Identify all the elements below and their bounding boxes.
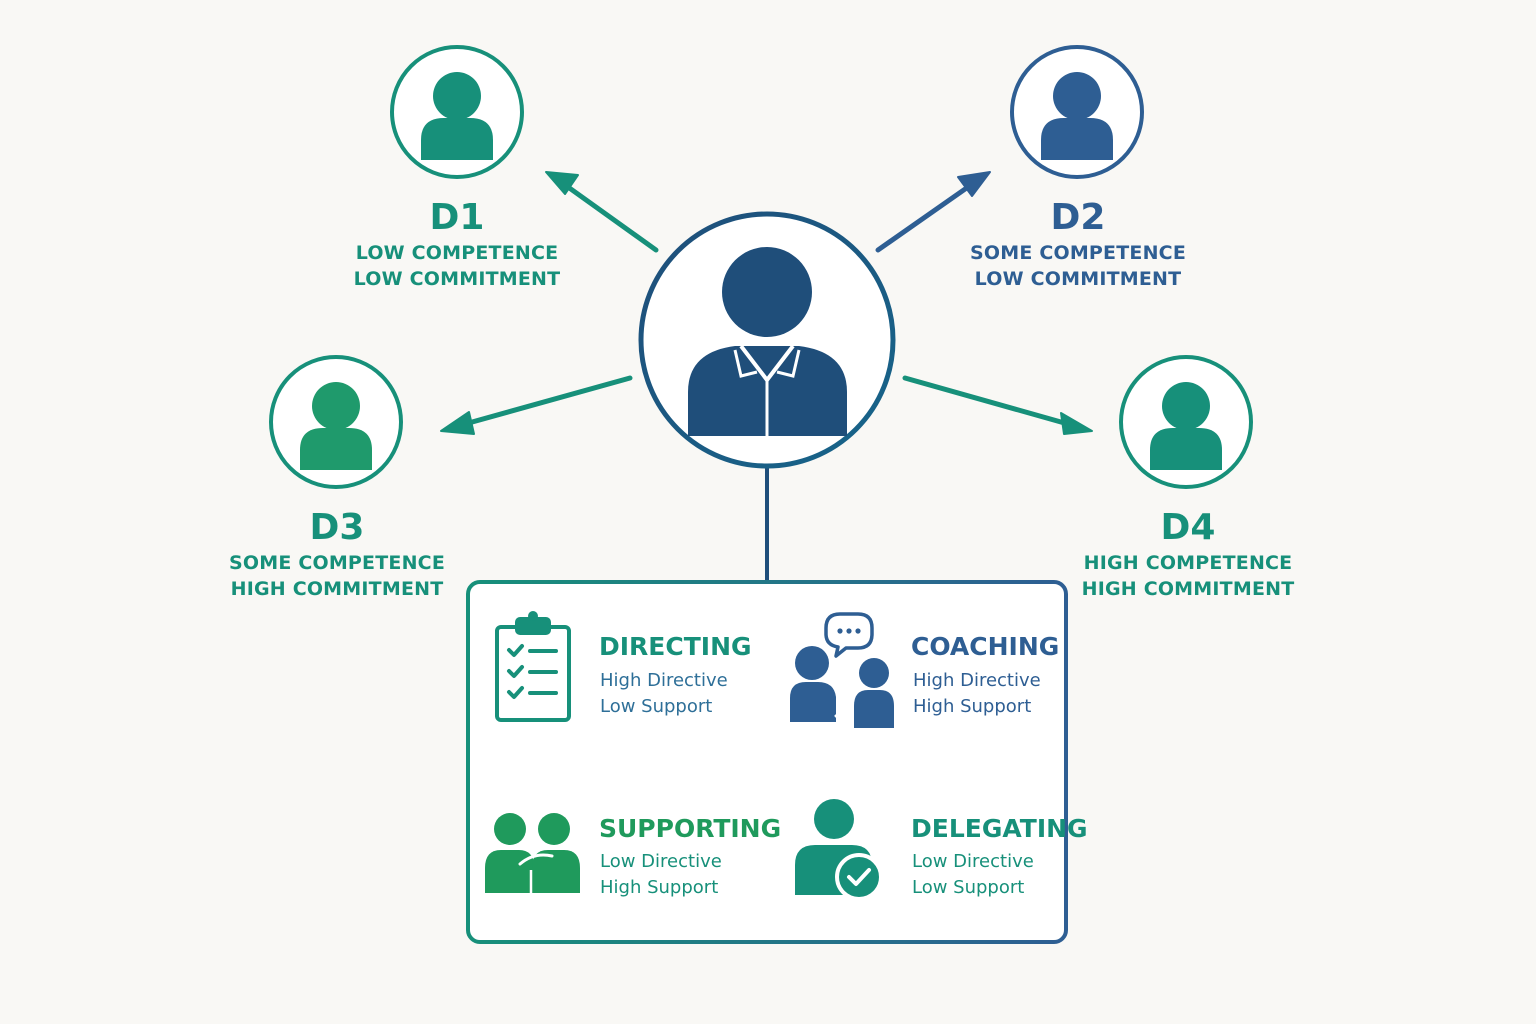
clipboard-checklist-icon <box>495 611 571 722</box>
d3-commitment: HIGH COMMITMENT <box>230 578 444 600</box>
arrow-to-d4 <box>902 375 1093 435</box>
arrow-to-d2 <box>875 171 991 253</box>
delegating-line1: Low Directive <box>912 851 1034 872</box>
directing-line1: High Directive <box>600 670 728 691</box>
d3-label: D3 SOME COMPETENCE HIGH COMMITMENT <box>207 506 467 602</box>
d1-avatar <box>390 45 524 179</box>
supporting-title: SUPPORTING <box>599 814 782 843</box>
supporting-description: Low Directive High Support <box>600 849 722 901</box>
person-icon <box>1041 72 1113 160</box>
d1-competence: LOW COMPETENCE <box>355 242 559 264</box>
d1-label: D1 LOW COMPETENCE LOW COMMITMENT <box>327 196 587 292</box>
d2-avatar <box>1010 45 1144 179</box>
coaching-line1: High Directive <box>913 670 1041 691</box>
d2-code: D2 <box>1050 197 1106 238</box>
arrow-to-d3 <box>440 375 633 435</box>
d3-code: D3 <box>309 507 365 548</box>
person-icon <box>421 72 493 160</box>
coaching-description: High Directive High Support <box>913 668 1041 720</box>
leader-person-icon <box>688 247 847 436</box>
supporting-people-icon <box>485 813 580 893</box>
d4-avatar <box>1119 355 1253 489</box>
d3-avatar <box>269 355 403 489</box>
directing-line2: Low Support <box>600 696 713 717</box>
delegating-line2: Low Support <box>912 877 1025 898</box>
d1-code: D1 <box>429 197 485 238</box>
coaching-line2: High Support <box>913 696 1032 717</box>
supporting-line2: High Support <box>600 877 719 898</box>
d2-competence: SOME COMPETENCE <box>969 242 1186 264</box>
d4-label: D4 HIGH COMPETENCE HIGH COMMITMENT <box>1058 506 1318 602</box>
person-icon <box>1150 382 1222 470</box>
d3-competence: SOME COMPETENCE <box>228 552 445 574</box>
d1-commitment: LOW COMMITMENT <box>353 268 561 290</box>
coaching-title: COACHING <box>911 632 1060 661</box>
delegating-title: DELEGATING <box>911 814 1088 843</box>
delegating-description: Low Directive Low Support <box>912 849 1034 901</box>
supporting-line1: Low Directive <box>600 851 722 872</box>
directing-title: DIRECTING <box>599 632 752 661</box>
person-icon <box>300 382 372 470</box>
arrow-to-d1 <box>545 171 659 253</box>
leadership-styles-grid <box>466 580 1068 944</box>
directing-description: High Directive Low Support <box>600 668 728 720</box>
d4-competence: HIGH COMPETENCE <box>1083 552 1293 574</box>
coaching-conversation-icon <box>790 612 894 728</box>
d4-code: D4 <box>1160 507 1216 548</box>
d2-label: D2 SOME COMPETENCE LOW COMMITMENT <box>948 196 1208 292</box>
delegating-person-check-icon <box>795 799 883 901</box>
leader-circle <box>638 211 896 469</box>
d4-commitment: HIGH COMMITMENT <box>1081 578 1295 600</box>
d2-commitment: LOW COMMITMENT <box>974 268 1182 290</box>
